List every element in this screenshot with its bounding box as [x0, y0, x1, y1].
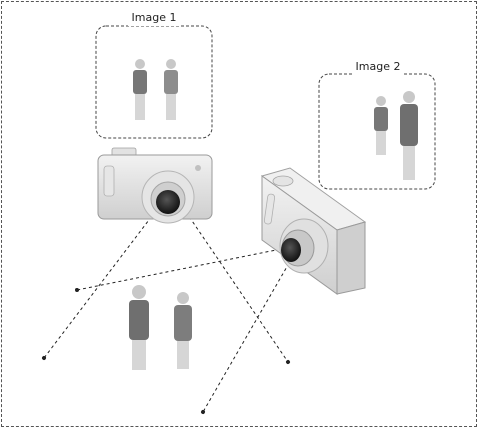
image-1-person-left	[133, 59, 147, 120]
image-1-panel: Image 1	[95, 8, 213, 139]
image-2-person-right	[400, 91, 418, 180]
camera-1-flash	[195, 165, 201, 171]
scene-person-left	[129, 285, 149, 370]
scene-people	[129, 285, 192, 370]
camera-2-ray-down	[201, 257, 293, 414]
image-2-caption-bg	[352, 58, 404, 76]
camera-2-side	[336, 221, 366, 295]
camera-2-lens-glass	[281, 238, 301, 262]
image-1-caption: Image 1	[132, 11, 177, 24]
image-1-frame	[95, 25, 213, 139]
scene-person-right	[174, 292, 192, 369]
camera-1-lens-glass	[156, 190, 180, 214]
camera-2	[260, 167, 367, 295]
camera-2-shutter	[272, 175, 294, 187]
camera-1	[97, 147, 213, 224]
image-2-panel: Image 2	[318, 58, 436, 190]
camera-2-ray-left	[75, 247, 287, 292]
camera-2-grip	[263, 193, 276, 225]
camera-1-ray-right	[185, 211, 290, 364]
image-1-person-right	[164, 59, 178, 120]
image-2-caption: Image 2	[356, 60, 401, 73]
projection-rays	[42, 211, 293, 414]
camera-1-ray-left	[42, 211, 156, 360]
camera-1-grip	[103, 165, 115, 197]
image-2-person-left	[374, 96, 388, 155]
image-1-caption-bg	[128, 8, 180, 26]
